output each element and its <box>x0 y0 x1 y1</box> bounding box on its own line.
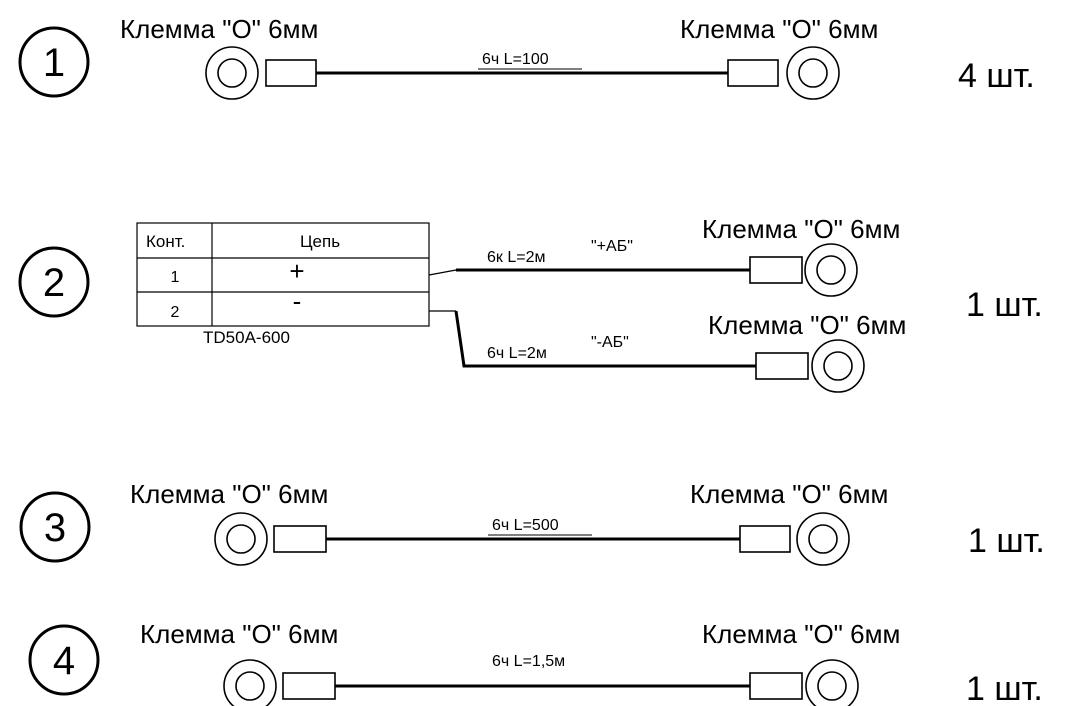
circuit-2: - <box>293 286 302 316</box>
assembly-1: 1 Клемма "О" 6мм Клемма "О" 6мм 6ч L=100… <box>18 14 1035 100</box>
assembly-number: 1 <box>43 41 65 85</box>
plus-ring-terminal-icon <box>749 243 858 297</box>
quantity: 1 шт. <box>966 286 1043 324</box>
table-header-circuit: Цепь <box>300 232 340 251</box>
contact-1: 1 <box>171 269 180 286</box>
right-terminal-label: Клемма "О" 6мм <box>690 479 888 509</box>
assembly-2: 2 Конт. Цепь 1 + 2 - TD50A-600 6к L=2м "… <box>18 214 1043 393</box>
left-terminal-label: Клемма "О" 6мм <box>130 479 328 509</box>
wire-minus-label: 6ч L=2м <box>487 345 547 362</box>
assembly-number-circle <box>19 491 91 563</box>
right-ring-terminal-icon <box>739 512 850 566</box>
right-terminal-label: Клемма "О" 6мм <box>680 14 878 44</box>
left-ring-terminal-icon <box>214 512 327 566</box>
wire-label: 6ч L=500 <box>492 517 559 534</box>
contact-2: 2 <box>171 304 180 321</box>
minus-terminal-label: Клемма "О" 6мм <box>708 310 906 340</box>
wire-plus <box>428 269 457 276</box>
wire-plus-signal: "+АБ" <box>591 238 633 255</box>
assembly-number-circle <box>18 26 90 98</box>
right-ring-terminal-icon <box>749 659 859 706</box>
assembly-number: 3 <box>44 506 66 550</box>
right-ring-terminal-icon <box>727 46 840 100</box>
wire-minus-cable <box>454 310 756 368</box>
table-header-contact: Конт. <box>146 232 185 251</box>
wire-label: 6ч L=100 <box>482 51 549 68</box>
quantity: 4 шт. <box>958 57 1035 95</box>
assembly-number-circle <box>18 246 90 318</box>
left-ring-terminal-icon <box>205 46 317 100</box>
wire-plus-label: 6к L=2м <box>487 249 545 266</box>
plus-terminal-label: Клемма "О" 6мм <box>702 214 900 244</box>
minus-ring-terminal-icon <box>755 339 865 393</box>
quantity: 1 шт. <box>966 670 1043 706</box>
left-terminal-label: Клемма "О" 6мм <box>120 14 318 44</box>
assembly-number: 4 <box>53 639 75 683</box>
circuit-1: + <box>289 256 304 286</box>
quantity: 1 шт. <box>968 522 1045 560</box>
left-terminal-label: Клемма "О" 6мм <box>140 619 338 649</box>
assembly-number-circle <box>28 624 100 696</box>
assembly-3: 3 Клемма "О" 6мм Клемма "О" 6мм 6ч L=500… <box>19 479 1045 566</box>
left-ring-terminal-icon <box>223 659 336 706</box>
wire-label: 6ч L=1,5м <box>492 653 565 670</box>
assembly-number: 2 <box>43 261 65 305</box>
connector-name: TD50A-600 <box>203 328 290 347</box>
assembly-4: 4 Клемма "О" 6мм Клемма "О" 6мм 6ч L=1,5… <box>28 619 1043 706</box>
connector-table: Конт. Цепь 1 + 2 - TD50A-600 <box>136 222 430 347</box>
wire-minus-signal: "-АБ" <box>591 334 629 351</box>
right-terminal-label: Клемма "О" 6мм <box>702 619 900 649</box>
